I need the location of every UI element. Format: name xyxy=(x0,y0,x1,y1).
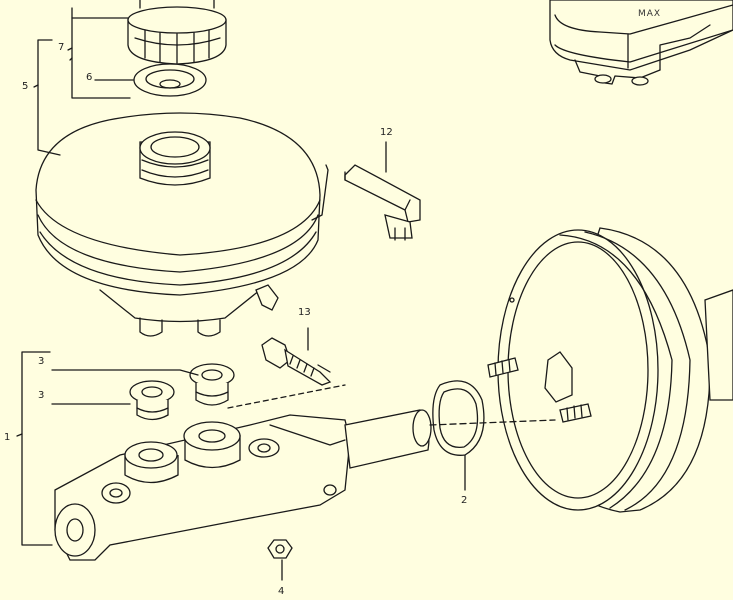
callout-13: 13 xyxy=(298,307,311,318)
secondary-reservoir: MAX xyxy=(549,0,733,86)
cap-seal xyxy=(133,63,207,97)
gasket xyxy=(432,380,485,456)
mounting-bracket xyxy=(311,164,421,241)
callout-3-upper: 3 xyxy=(38,356,44,367)
callout-1: 1 xyxy=(4,432,10,443)
callout-6: 6 xyxy=(86,72,92,83)
bolt xyxy=(261,337,332,386)
callout-12: 12 xyxy=(380,127,393,138)
callout-7: 7 xyxy=(58,42,64,53)
plug-lower xyxy=(129,380,175,421)
reservoir-cap xyxy=(127,0,227,65)
callout-3-lower: 3 xyxy=(38,390,44,401)
max-marking: MAX xyxy=(638,9,661,19)
callout-leaders xyxy=(16,7,556,581)
nut xyxy=(267,539,293,559)
callout-4: 4 xyxy=(278,586,284,597)
callout-5: 5 xyxy=(22,81,28,92)
plug-upper xyxy=(189,363,235,406)
callout-2: 2 xyxy=(461,495,467,506)
master-cylinder xyxy=(54,409,432,561)
reservoir xyxy=(35,112,321,337)
brake-booster xyxy=(487,227,733,513)
